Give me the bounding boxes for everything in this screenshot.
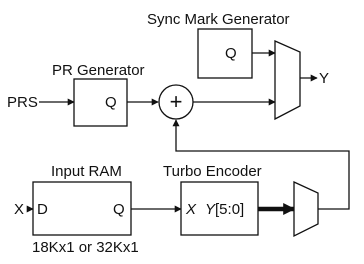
turbo-encoder-title: Turbo Encoder bbox=[163, 163, 262, 180]
sync-mark-generator-title: Sync Mark Generator bbox=[147, 11, 290, 28]
encoder-mux bbox=[293, 180, 319, 238]
adder-symbol: + bbox=[170, 89, 183, 114]
input-ram-block bbox=[32, 181, 132, 236]
pr-generator-title: PR Generator bbox=[52, 62, 145, 79]
input-ram-q-port: Q bbox=[113, 201, 125, 218]
input-ram-d-port: D bbox=[37, 201, 48, 218]
pr-generator-block bbox=[73, 78, 128, 127]
prs-input-label: PRS bbox=[7, 94, 38, 111]
encoder-to-adder-wire bbox=[172, 119, 350, 210]
sync-mark-generator-q-port: Q bbox=[225, 45, 237, 62]
y-output-label: Y bbox=[319, 70, 329, 87]
x-input-label: X bbox=[14, 201, 24, 218]
sync-mark-generator-block bbox=[197, 28, 253, 79]
turbo-encoder-y-port: Y[5:0] bbox=[205, 201, 244, 218]
input-ram-title: Input RAM bbox=[51, 163, 122, 180]
output-mux bbox=[274, 40, 301, 121]
turbo-encoder-block bbox=[180, 181, 259, 236]
turbo-encoder-x-port: X bbox=[185, 201, 197, 218]
input-ram-size-note: 18Kx1 or 32Kx1 bbox=[32, 239, 139, 256]
pr-generator-q-port: Q bbox=[105, 94, 117, 111]
